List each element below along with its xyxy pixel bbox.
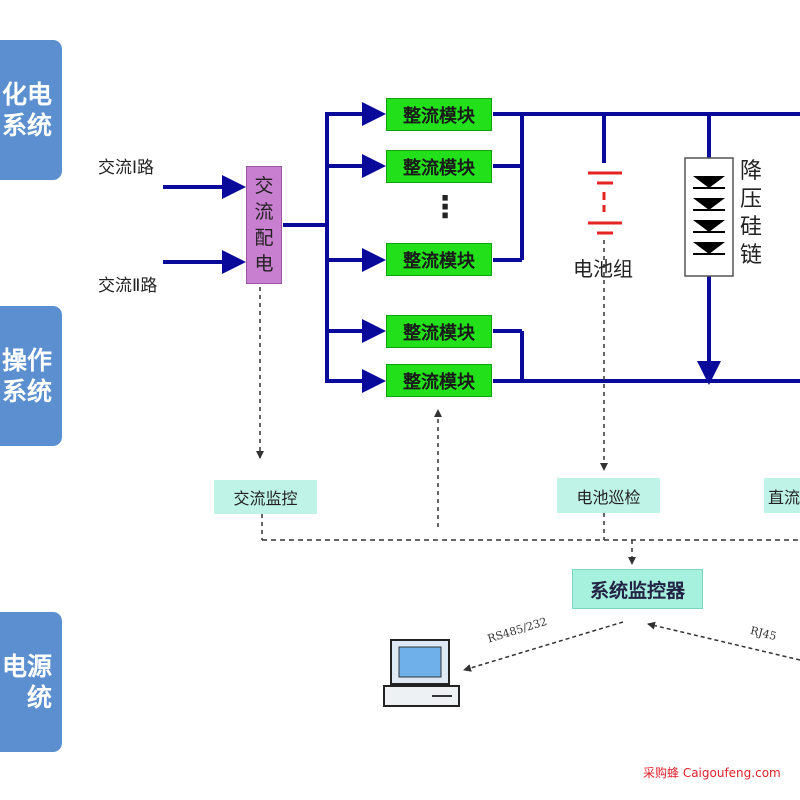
rectifier-module-1: 整流模块 — [386, 98, 492, 131]
rectifier-module-3: 整流模块 — [386, 243, 492, 276]
ac-distribution-box: 交 流 配 电 — [246, 166, 282, 284]
side-panel-middle-line2: 系统 — [1, 377, 52, 406]
rectifier-module-4: 整流模块 — [386, 315, 492, 348]
ac-dist-char-4: 电 — [254, 253, 274, 275]
ac-monitor-box: 交流监控 — [214, 480, 317, 514]
battery-monitor-box: 电池巡检 — [557, 478, 660, 513]
dropper-char-3: 硅 — [739, 215, 762, 240]
side-panel-top: 化电 系统 — [0, 40, 62, 180]
ac-dist-char-2: 流 — [254, 201, 274, 223]
side-panel-bottom-line2: 统 — [26, 683, 52, 712]
rj45-link — [647, 621, 800, 661]
side-panel-top-line2: 系统 — [1, 111, 52, 140]
dropper-char-1: 降 — [739, 159, 762, 184]
dropper-label: 降 压 硅 链 — [738, 158, 764, 270]
rs485-link — [463, 621, 624, 672]
ac-dist-char-1: 交 — [254, 175, 274, 197]
watermark-text: 采购蜂 Caigoufeng.com — [643, 766, 781, 780]
side-panel-bottom-line1: 电源 — [1, 652, 52, 681]
system-monitor-box: 系统监控器 — [572, 569, 703, 609]
computer-icon — [383, 639, 460, 707]
dropper-frame — [684, 157, 734, 277]
rectifier-module-2: 整流模块 — [386, 150, 492, 183]
ac2-label: 交流Ⅱ路 — [98, 276, 158, 296]
dc-monitor-box: 直流 — [764, 478, 800, 513]
side-panel-middle: 操作 系统 — [0, 306, 62, 446]
dropper-char-2: 压 — [739, 187, 762, 212]
rectifier-ellipsis: ⋮ — [430, 190, 460, 225]
side-panel-top-line1: 化电 — [1, 80, 52, 109]
side-panel-bottom: 电源 统 — [0, 612, 62, 752]
dropper-char-4: 链 — [739, 243, 762, 268]
side-panel-middle-line1: 操作 — [1, 346, 52, 375]
ac-dist-char-3: 配 — [254, 227, 274, 249]
ac1-label: 交流Ⅰ路 — [98, 158, 155, 178]
battery-label: 电池组 — [573, 257, 633, 281]
rectifier-module-5: 整流模块 — [386, 364, 492, 397]
